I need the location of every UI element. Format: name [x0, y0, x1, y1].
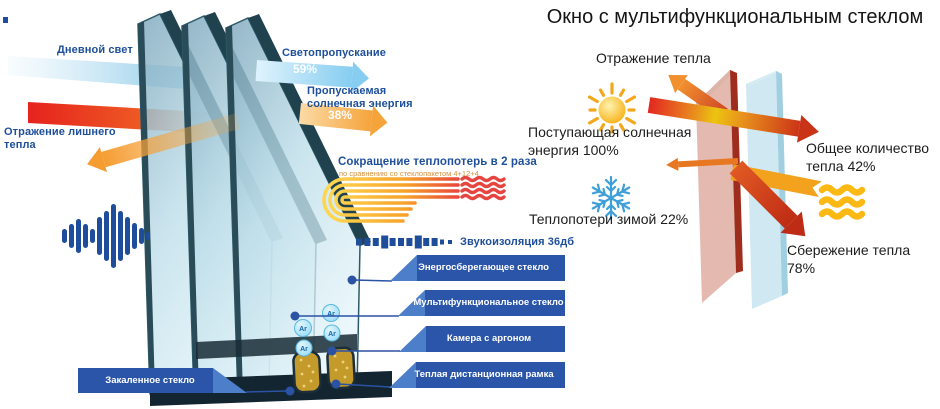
- argon-bubbles: Ar Ar Ar Ar: [294, 304, 341, 357]
- heat-loss-title: Сокращение теплопотерь в 2 раза: [338, 156, 537, 168]
- right-diagram-title: Окно с мультифункциональным стеклом: [546, 6, 924, 28]
- heat-saving-arrow: [729, 160, 806, 237]
- callout-lines: [245, 279, 400, 393]
- sun-icon: [587, 82, 637, 134]
- heat-waves-icon: [818, 184, 866, 220]
- heat-saving-label: Сбережение тепла 78%: [787, 242, 911, 276]
- light-transmission-arrow: [255, 60, 369, 93]
- daylight-label: Дневной свет: [57, 44, 133, 56]
- excess-heat-reflection-label: Отражение лишнего тепла: [4, 126, 116, 151]
- argon-label: Ar: [299, 326, 307, 333]
- banner-warm-spacer: [389, 362, 565, 388]
- banner-multifunctional-glass: [398, 290, 565, 316]
- layer-label-warm-spacer: Теплая дистанционная рамка: [414, 369, 554, 380]
- light-transmission-value: 59%: [292, 62, 318, 76]
- layer-label-multifunctional-glass: Мультифункциональное стекло: [413, 297, 564, 308]
- solar-energy-arrow: [298, 103, 388, 137]
- snowflake-icon: [591, 175, 631, 221]
- light-transmission-label: Светопропускание: [282, 47, 386, 59]
- argon-label: Ar: [327, 311, 335, 318]
- heat-loss-subtitle: по сравнению со стеклопакетом 4+12+4: [339, 169, 479, 178]
- sound-insulation-label: Звукоизоляция 36дб: [460, 236, 575, 248]
- argon-label: Ar: [300, 346, 308, 353]
- heat-reflection-label: Отражение тепла: [596, 50, 711, 66]
- heat-loss-loops: [322, 177, 460, 223]
- solar-energy-label: Пропускаемая солнечная энергия: [307, 85, 413, 110]
- excess-heat-reflection-arrow: [87, 113, 241, 173]
- total-heat-label: Общее количество тепла 42%: [806, 140, 930, 174]
- layer-label-energy-glass: Энергосберегающее стекло: [418, 262, 549, 273]
- winter-heat-loss-label: Теплопотери зимой 22%: [529, 211, 689, 227]
- heat-loss-waves: [460, 175, 506, 201]
- layer-banners: [78, 255, 565, 393]
- sound-level-icon: [356, 235, 452, 249]
- banner-tempered-glass: [78, 368, 247, 393]
- corner-mark: [3, 17, 8, 23]
- banner-energy-glass: [390, 255, 565, 281]
- argon-label: Ar: [328, 331, 336, 338]
- winter-heat-loss-arrow: [666, 157, 739, 171]
- sound-wave-icon: [62, 204, 150, 268]
- incoming-energy-label: Поступающая солнечная энергия 100%: [528, 124, 692, 158]
- layer-label-argon-chamber: Камера с аргоном: [446, 333, 532, 344]
- callout-dots: [285, 275, 357, 396]
- incoming-energy-arrow: [647, 97, 819, 143]
- tempered-glass-label: Закаленное стекло: [105, 375, 195, 386]
- banner-argon-chamber: [399, 326, 565, 352]
- solar-energy-value: 38%: [327, 108, 353, 122]
